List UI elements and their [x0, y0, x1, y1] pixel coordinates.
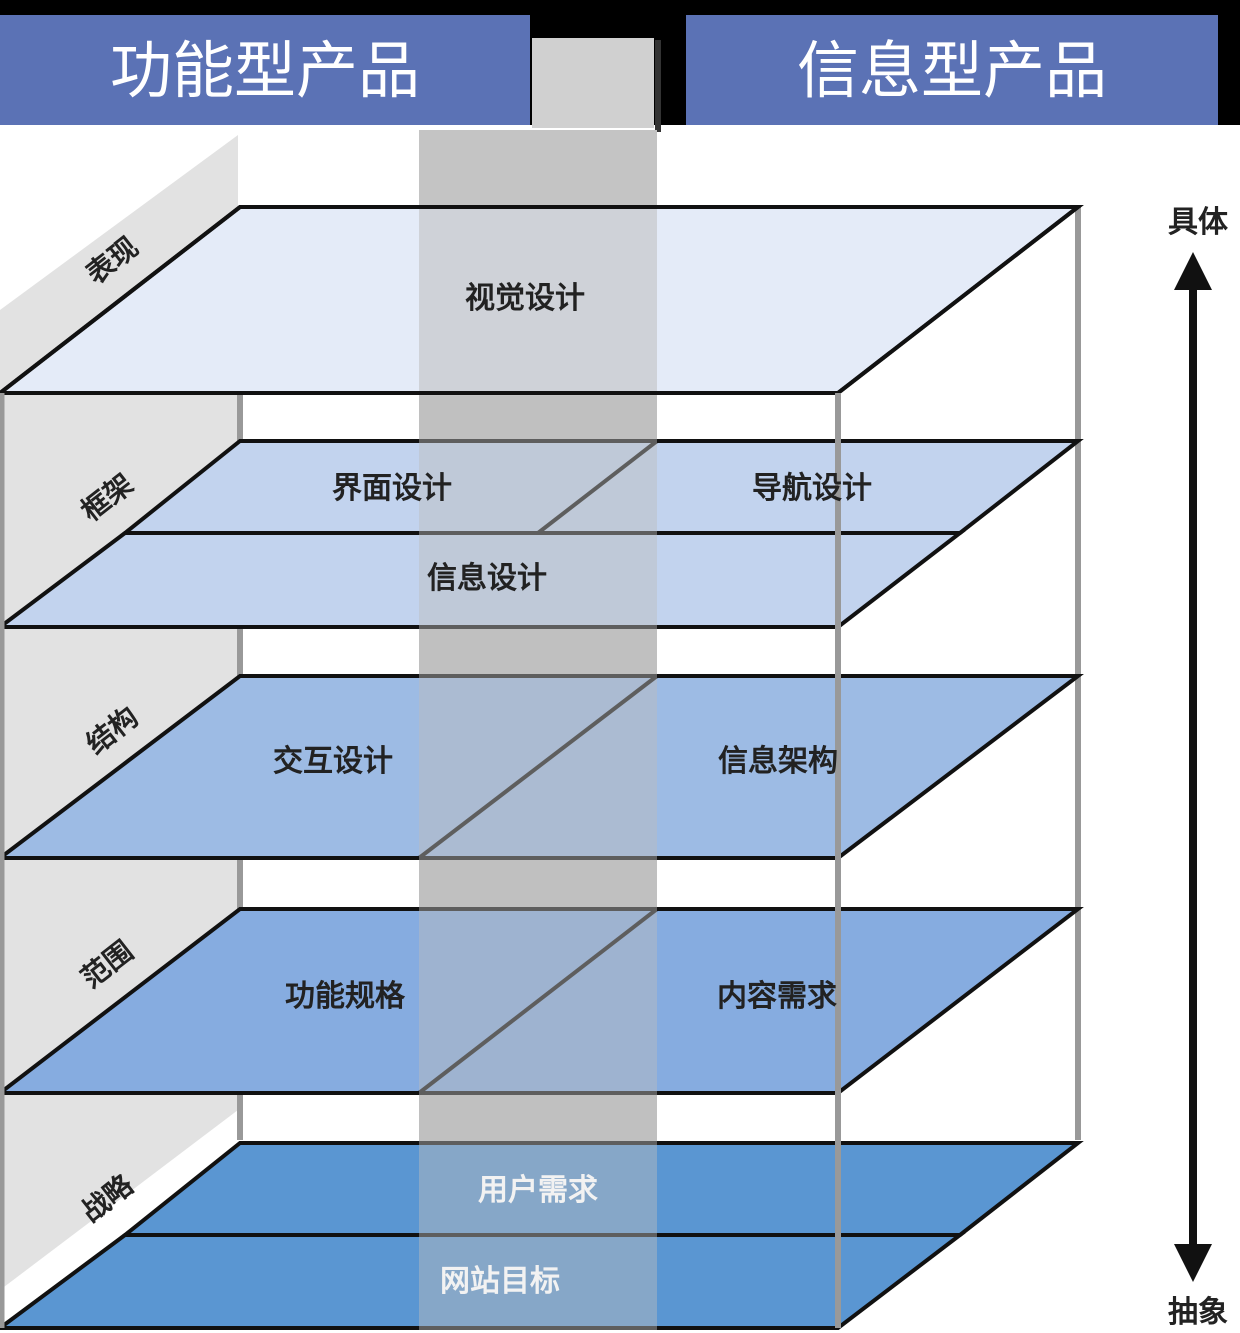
label-navigation-design: 导航设计 [752, 471, 872, 506]
plane-structure-split [417, 674, 659, 860]
axis-bottom-label: 抽象 [1168, 1295, 1228, 1330]
header-right-bar [686, 15, 1218, 125]
double-arrow-vertical-icon [1174, 252, 1212, 1282]
label-functional-specs: 功能规格 [285, 979, 406, 1014]
header-gap-band [532, 38, 654, 128]
plane-scope-split [417, 907, 659, 1095]
plane-skeleton-lower [0, 531, 966, 629]
axis-top-label: 具体 [1168, 205, 1229, 240]
plane-skeleton-split [536, 439, 659, 535]
plane-strategy-lower [0, 1233, 966, 1330]
plane-surface-band-overlay [419, 207, 657, 393]
label-information-design: 信息设计 [427, 561, 547, 596]
header-right-title: 信息型产品 [797, 34, 1107, 107]
center-band-overlay [419, 396, 657, 1330]
plane-surface-outline [0, 205, 1084, 395]
header-divider [655, 40, 661, 132]
label-interface-design: 界面设计 [332, 471, 452, 506]
label-interaction-design: 交互设计 [273, 744, 393, 779]
header-left-title: 功能型产品 [110, 34, 420, 107]
label-user-needs: 用户需求 [478, 1173, 598, 1208]
label-site-objectives: 网站目标 [440, 1264, 560, 1299]
label-information-architecture: 信息架构 [718, 744, 838, 779]
label-content-requirements: 内容需求 [717, 979, 837, 1014]
label-visual-design: 视觉设计 [465, 281, 585, 316]
header-left-bar [0, 15, 530, 125]
